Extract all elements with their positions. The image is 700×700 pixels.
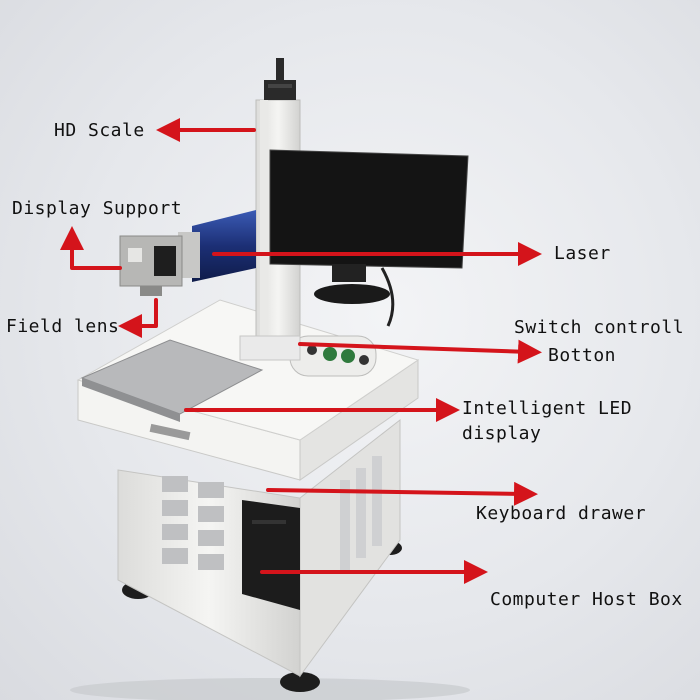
arrow-display-support (60, 226, 122, 270)
label-led-display-line2: display (462, 423, 542, 444)
arrow-switch-control (298, 339, 542, 364)
label-switch-control-line2: Botton (548, 345, 617, 366)
arrow-keyboard-drawer (266, 481, 538, 506)
arrow-field-lens (118, 298, 158, 338)
label-field-lens: Field lens (6, 316, 120, 337)
label-display-support: Display Support (12, 198, 183, 219)
monitor (269, 149, 469, 327)
cabinet-body (117, 418, 401, 678)
work-table (80, 339, 264, 422)
label-laser: Laser (554, 243, 611, 264)
floor-shadow (70, 678, 470, 700)
laser-arm (178, 210, 256, 282)
label-led-display-line1: Intelligent LED (462, 398, 633, 419)
computer-host-box (242, 500, 300, 610)
label-switch-control-line1: Switch controll (514, 317, 685, 338)
annotation-arrows (60, 118, 542, 584)
label-hd-scale: HD Scale (54, 120, 145, 141)
switch-panel (289, 335, 377, 377)
label-keyboard-drawer: Keyboard drawer (476, 503, 647, 524)
label-computer-host-box: Computer Host Box (490, 589, 683, 610)
laser-head (119, 235, 183, 296)
